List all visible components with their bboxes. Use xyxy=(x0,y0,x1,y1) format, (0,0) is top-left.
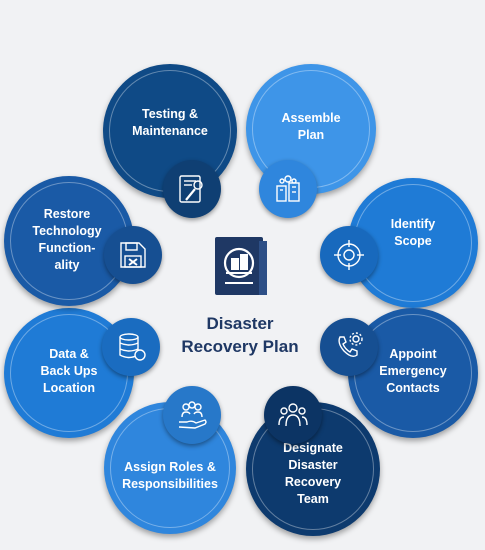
step-label: Assemble Plan xyxy=(281,111,341,142)
step-label: Testing & Maintenance xyxy=(132,107,208,138)
center-title-line2: Recovery Plan xyxy=(181,337,299,356)
team-group-icon xyxy=(264,386,322,444)
target-scope-icon xyxy=(320,226,378,284)
center-title-line1: Disaster xyxy=(206,314,274,333)
step-appoint-emergency-contacts: Appoint Emergency Contacts xyxy=(348,308,478,438)
floppy-tools-icon xyxy=(104,226,162,284)
phone-gear-icon xyxy=(320,318,378,376)
database-refresh-icon xyxy=(102,318,160,376)
step-label: Assign Roles & Responsibilities xyxy=(122,460,218,491)
center-title: Disaster Recovery Plan xyxy=(160,312,320,358)
step-restore-technology: Restore Technology Function- ality xyxy=(4,176,134,306)
disaster-plan-book-icon xyxy=(215,237,267,295)
building-team-icon xyxy=(259,160,317,218)
checklist-tools-icon xyxy=(163,160,221,218)
step-label: Designate Disaster Recovery Team xyxy=(283,441,343,506)
hand-people-icon xyxy=(163,386,221,444)
